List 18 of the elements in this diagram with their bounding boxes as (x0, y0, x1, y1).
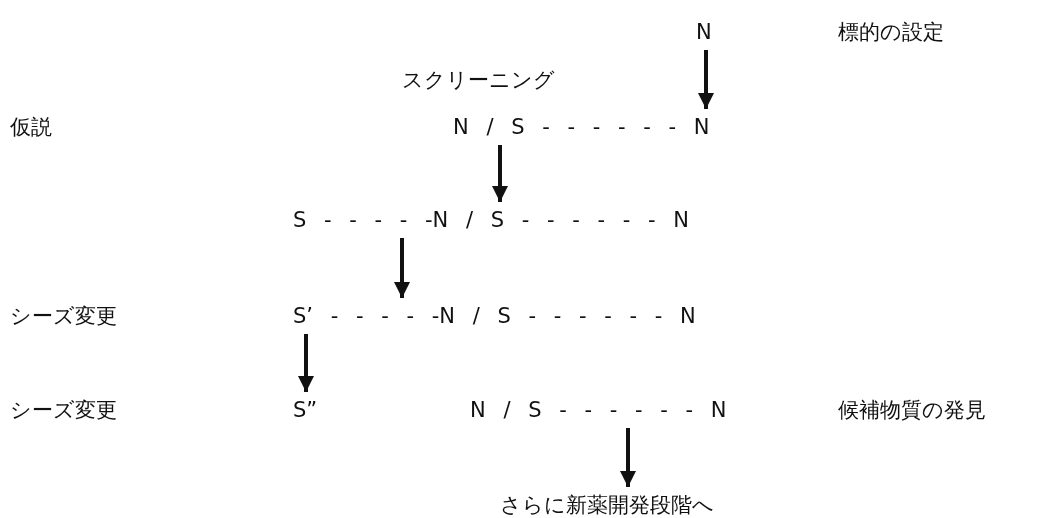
arrow (698, 50, 714, 109)
arrow (298, 334, 314, 392)
stage-label: スクリーニング (402, 67, 555, 94)
step-text: N (696, 18, 712, 46)
step-text: S’ - - - - -N / S - - - - - - N (293, 302, 696, 330)
arrow (492, 145, 508, 202)
arrow (394, 238, 410, 298)
stage-label: シーズ変更 (10, 397, 117, 424)
step-text: S - - - - -N / S - - - - - - N (293, 206, 689, 234)
arrow (620, 428, 636, 487)
stage-label: 標的の設定 (838, 19, 944, 46)
stage-label: 仮説 (10, 114, 52, 141)
stage-label: シーズ変更 (10, 303, 117, 330)
step-text: S” (293, 396, 423, 424)
step-text: さらに新薬開発段階へ (500, 491, 714, 518)
stage-label: 候補物質の発見 (838, 397, 986, 424)
step-text: N / S - - - - - - N (453, 113, 710, 141)
step-text: N / S - - - - - - N (470, 396, 727, 424)
